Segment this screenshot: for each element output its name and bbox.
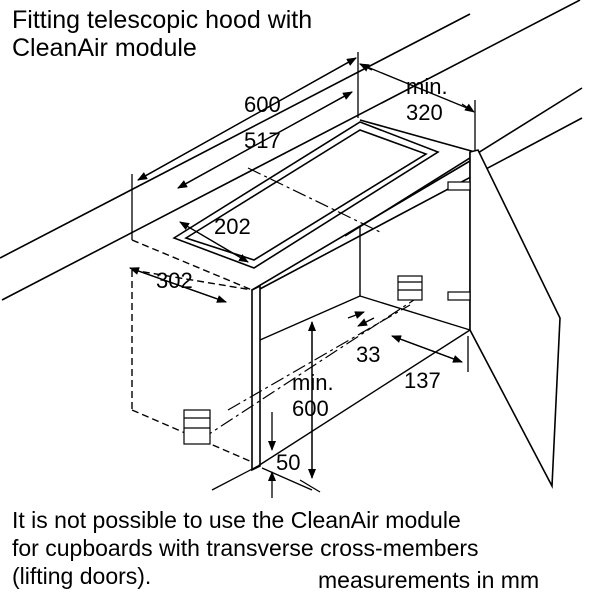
note-line-1: It is not possible to use the CleanAir m… — [12, 507, 461, 533]
dimension-202-label: 202 — [214, 214, 251, 239]
phantom-cabinet — [131, 239, 253, 463]
dimension-600-label: 600 — [244, 92, 281, 117]
title-line-2: CleanAir module — [12, 34, 197, 62]
title-line-1: Fitting telescopic hood with — [12, 6, 313, 34]
dimension-lines — [129, 52, 476, 498]
note-line-3: (lifting doors). — [12, 563, 152, 589]
hinge-icons — [447, 181, 471, 301]
dimension-33-label: 33 — [356, 342, 380, 367]
centre-lines — [199, 167, 421, 441]
cleanair-note: It is not possible to use the CleanAir m… — [12, 506, 597, 590]
dimension-517-label: 517 — [244, 128, 281, 153]
cabinet-left-panel — [251, 284, 261, 472]
hood-cutout — [172, 121, 440, 269]
dimension-min-600-label: min. — [292, 370, 334, 395]
dimension-302-label: 302 — [156, 268, 193, 293]
dimension-320-label: 320 — [406, 100, 443, 125]
dimension-min-label: min. — [406, 74, 448, 99]
cabinet-door — [469, 149, 561, 489]
cleanair-module-icon — [183, 275, 423, 445]
diagram-title: Fitting telescopic hood with CleanAir mo… — [12, 6, 432, 62]
units-label: measurements in mm — [318, 567, 540, 593]
note-line-2: for cupboards with transverse cross-memb… — [12, 535, 479, 561]
dimension-50-label: 50 — [276, 450, 300, 475]
dimension-min-600-value: 600 — [292, 396, 329, 421]
dimension-137-label: 137 — [404, 368, 441, 393]
